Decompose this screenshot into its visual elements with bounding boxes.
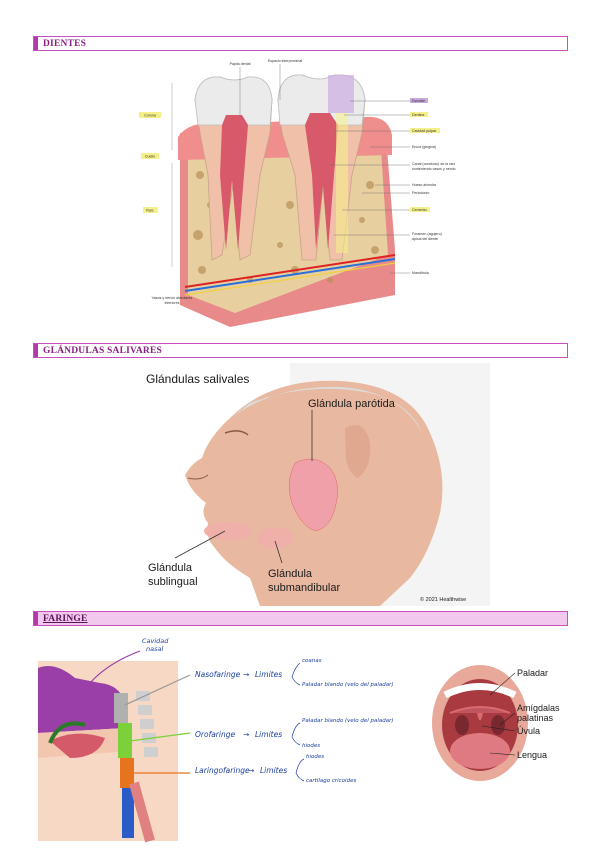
label-encia: Encía (gingiva): [412, 145, 436, 149]
salivary-diagram: Glándulas salivales Glándula parótida Gl…: [130, 363, 490, 606]
mouth-lengua: Lengua: [517, 750, 547, 760]
label-cemento: Cemento: [412, 208, 427, 212]
label-cavidad: Cavidad pulpar: [412, 129, 437, 133]
label-corona: Corona: [144, 114, 156, 118]
label-submandibular-2: submandibular: [268, 582, 340, 594]
copyright: © 2021 Healthwise: [420, 596, 466, 603]
laringo-item-2: cartilago cricoides: [306, 778, 356, 784]
tooth-diagram: Corona Cuello Raíz Papila dental Espacio…: [139, 59, 456, 327]
naso-name: Nasofaringe: [195, 670, 241, 679]
label-cavidad-1: Cavidad: [142, 637, 169, 645]
oro-item-2: hiodes: [302, 743, 320, 749]
laringo-limites: Limites: [260, 766, 287, 775]
section-header-faringe: FARINGE: [33, 611, 568, 626]
label-vasos-2: inferiores: [165, 301, 180, 305]
oro-arrow: →: [243, 730, 249, 739]
label-mandibula: Mandíbula: [412, 271, 429, 275]
label-canal-2: conteniendo vasos y nervio: [412, 167, 456, 171]
section-header-glandulas: GLÁNDULAS SALIVARES: [33, 343, 568, 358]
label-foramen-2: apical del diente: [412, 237, 438, 241]
oro-name: Orofaringe: [195, 730, 235, 739]
pharynx-diagram: Cavidad nasal Nasofaringe → Limites coan…: [38, 637, 560, 843]
label-vasos: Vasos y nervio alveolares: [152, 296, 193, 300]
salivary-title: Glándulas salivales: [146, 372, 249, 386]
section-header-dientes: DIENTES: [33, 36, 568, 51]
section-title: FARINGE: [43, 613, 88, 624]
label-foramen: Foramen (agujero): [412, 232, 442, 236]
oro-item-1: Paladar blando (velo del paladar): [302, 718, 394, 724]
oro-limites: Limites: [255, 730, 282, 739]
label-submandibular-1: Glándula: [268, 568, 313, 580]
section-title: DIENTES: [43, 38, 87, 49]
label-espacio: Espacio interproximal: [268, 59, 303, 63]
laringo-arrow: →: [248, 766, 254, 775]
label-raiz: Raíz: [146, 209, 154, 213]
naso-arrow: →: [243, 670, 249, 679]
label-parotida: Glándula parótida: [308, 398, 396, 410]
mouth-paladar: Paladar: [517, 668, 548, 678]
label-dentina: Dentina: [412, 113, 424, 117]
mouth-amigdalas-2: palatinas: [517, 713, 554, 723]
mouth-uvula: Úvula: [517, 726, 540, 736]
label-periodonto: Periodonto: [412, 191, 429, 195]
label-sublingual-2: sublingual: [148, 576, 198, 588]
mouth-amigdalas-1: Amígdalas: [517, 703, 560, 713]
label-sublingual-1: Glándula: [148, 562, 193, 574]
label-esmalte: Esmalte: [412, 99, 425, 103]
section-title: GLÁNDULAS SALIVARES: [43, 345, 162, 356]
naso-limites: Limites: [255, 670, 282, 679]
label-hueso: Hueso alveolar: [412, 183, 437, 187]
label-papila: Papila dental: [230, 62, 251, 66]
laringo-name: Laringofaringe: [195, 766, 250, 775]
naso-item-1: coanas: [302, 658, 322, 664]
label-canal: Canal (conducto) de la raíz: [412, 162, 455, 166]
naso-item-2: Paladar blando (velo del paladar): [302, 682, 394, 688]
label-cuello: Cuello: [145, 155, 155, 159]
label-cavidad-2: nasal: [146, 645, 163, 653]
laringo-item-1: hiodes: [306, 754, 324, 760]
